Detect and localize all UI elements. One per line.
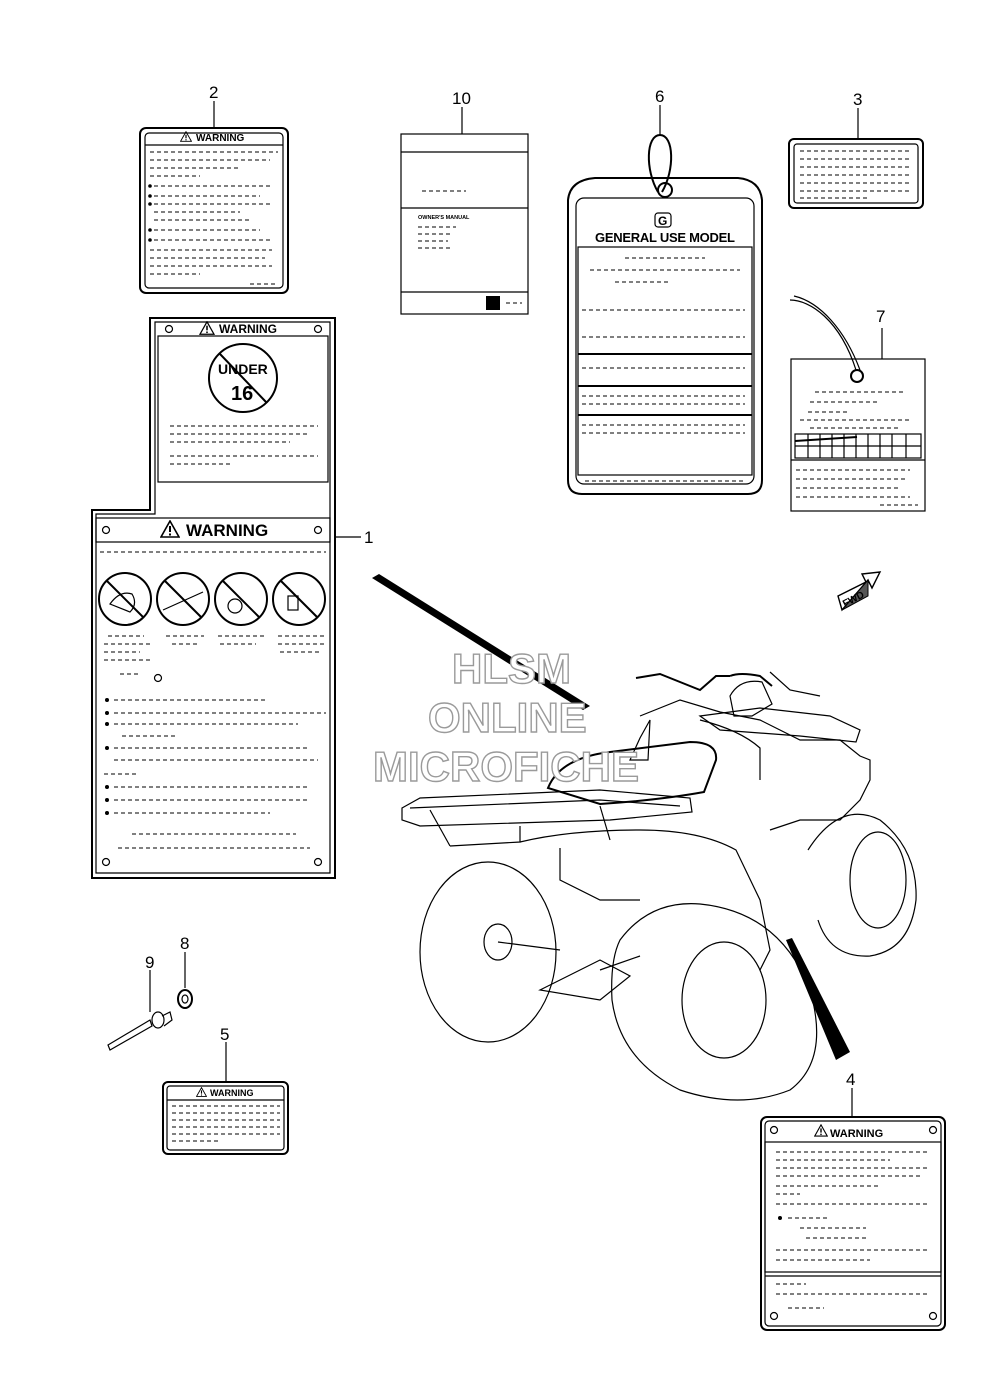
label-7-tag	[789, 295, 926, 512]
no-alcohol-icon	[272, 572, 326, 626]
suzuki-logo-icon	[486, 296, 500, 310]
washer-part-8	[177, 989, 193, 1009]
model-badge-icon	[654, 212, 672, 228]
under-16-prohibition-icon: UNDER 16	[208, 343, 278, 413]
watermark: HLSM ONLINE MICROFICHE	[372, 644, 639, 790]
watermark-line1: HLSM	[452, 645, 571, 692]
label-2-text-lines	[148, 151, 278, 285]
label-1-lower-warning-text: WARNING	[186, 521, 268, 540]
label-5-warning: WARNING	[162, 1081, 289, 1155]
owners-manual-text: OWNER'S MANUAL	[418, 215, 470, 221]
warning-triangle-icon	[196, 1087, 207, 1097]
tag-text-lines	[578, 257, 752, 482]
atv-vehicle	[401, 671, 917, 1101]
label-1-warning: WARNING UNDER 16 WARNING	[91, 317, 336, 879]
label-3	[788, 138, 924, 209]
warning-triangle-icon	[199, 321, 215, 335]
front-right-wheel	[807, 813, 917, 957]
rivet-part-9	[107, 1011, 173, 1051]
watermark-line3: MICROFICHE	[373, 743, 639, 790]
watermark-line2: ONLINE	[428, 694, 587, 741]
callout-8: 8	[180, 934, 189, 953]
label-2-warning: WARNING	[139, 127, 289, 294]
warning-triangle-icon	[160, 520, 180, 538]
label-4-warning-text: WARNING	[830, 1128, 883, 1140]
callout-3: 3	[853, 90, 862, 109]
owners-manual-booklet: OWNER'S MANUAL	[400, 133, 529, 315]
under-text: UNDER	[218, 361, 268, 377]
general-use-model-tag: G GENERAL USE MODEL	[567, 133, 763, 495]
under-age-number: 16	[231, 383, 253, 405]
label-1-location-pointer	[372, 574, 590, 710]
fwd-arrow-icon: FWD	[837, 571, 882, 612]
label-1-bullet-lines	[104, 698, 326, 849]
safety-pictograms	[98, 572, 326, 626]
callout-9: 9	[145, 953, 154, 972]
callout-1: 1	[364, 528, 373, 547]
label-1-upper-warning-text: WARNING	[219, 322, 277, 336]
label-4-warning: WARNING	[760, 1116, 946, 1331]
callout-10: 10	[452, 89, 471, 108]
no-passenger-icon	[98, 572, 152, 626]
label-4-location-pointer	[786, 938, 850, 1060]
callout-4: 4	[846, 1070, 855, 1089]
label-2-warning-text: WARNING	[196, 133, 245, 144]
warning-triangle-icon	[814, 1124, 828, 1137]
callout-6: 6	[655, 87, 664, 106]
label-7-grid	[807, 434, 907, 458]
callout-5: 5	[220, 1025, 229, 1044]
no-helmet-icon	[214, 572, 268, 626]
rear-left-wheel	[419, 861, 557, 1043]
callout-2: 2	[209, 83, 218, 102]
label-5-warning-text: WARNING	[210, 1088, 254, 1098]
callout-7: 7	[876, 307, 885, 326]
front-left-wheel	[611, 903, 818, 1101]
no-paved-road-icon	[156, 572, 210, 626]
tag-badge-letter: G	[658, 214, 667, 228]
general-use-model-text: GENERAL USE MODEL	[595, 230, 735, 245]
